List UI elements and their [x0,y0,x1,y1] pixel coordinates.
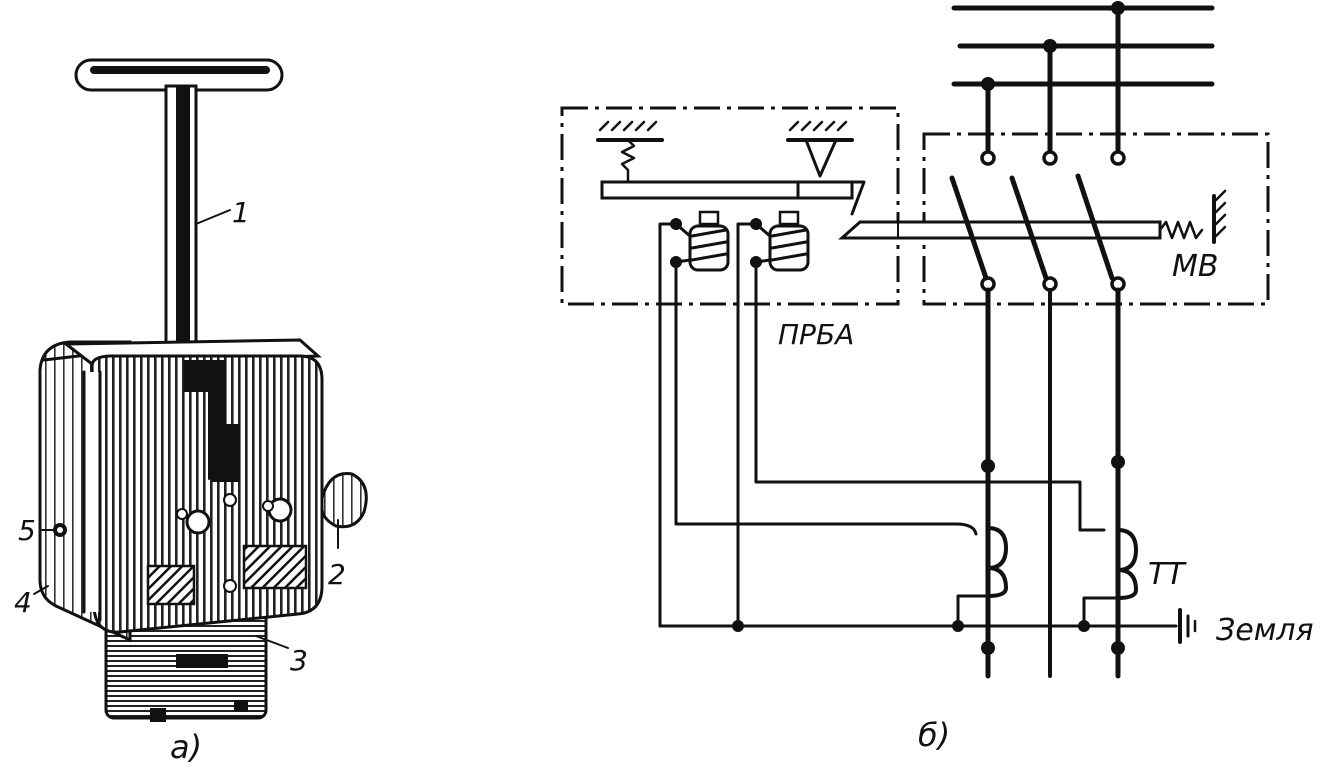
caption-a: а) [170,728,202,766]
label-mv: МВ [1172,249,1218,284]
earth-symbol [1178,608,1197,644]
wiring-schematic [560,1,1270,679]
label-prba: ПРБА [778,318,854,351]
label-5: 5 [18,514,36,547]
label-2: 2 [328,558,346,591]
relay-coil-1 [688,210,730,272]
label-tt: ТТ [1148,557,1187,592]
mv-enclosure [922,132,1270,306]
caption-b: б) [918,716,950,754]
device-illustration [33,58,368,722]
label-4: 4 [14,586,32,619]
prba-enclosure [560,106,900,306]
latch-lever [600,180,854,200]
label-1: 1 [232,196,250,229]
label-3: 3 [290,644,308,677]
relay-coil-2 [768,210,810,272]
current-transformer-1 [956,526,1008,628]
label-earth: Земля [1216,613,1314,648]
current-transformer-2 [1082,528,1138,628]
